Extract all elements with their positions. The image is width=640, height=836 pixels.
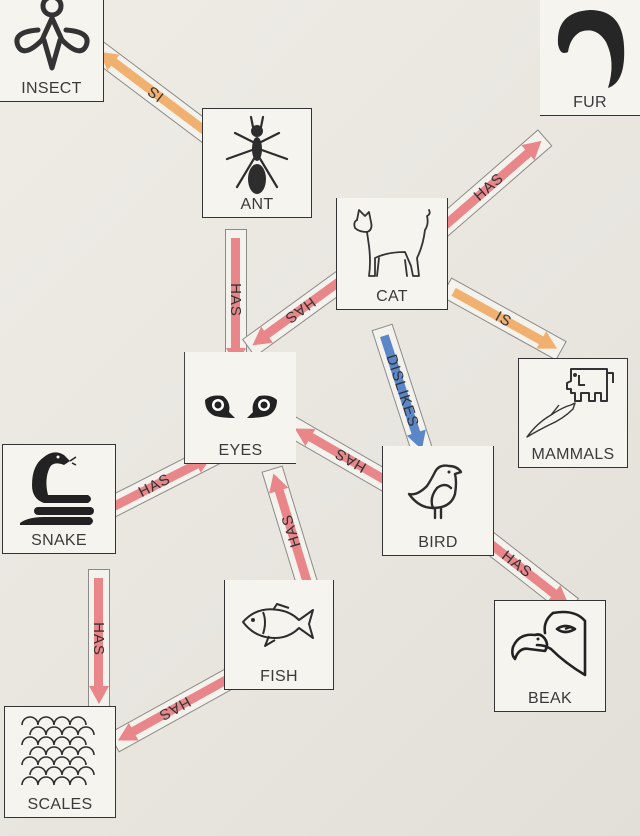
- node-fur: FUR: [540, 0, 640, 116]
- node-scales: SCALES: [4, 706, 116, 818]
- edge-fish-has-scales: HAS: [108, 665, 242, 753]
- edge-label: DISLIKES: [382, 352, 422, 430]
- node-snake: SNAKE: [2, 444, 116, 554]
- node-label: FUR: [573, 94, 607, 111]
- node-label: MAMMALS: [531, 446, 615, 463]
- node-insect: INSECT: [0, 0, 104, 102]
- elephant-dolphin-icon: [526, 368, 614, 438]
- cat-icon: [353, 209, 431, 277]
- edge-label: IS: [143, 81, 167, 106]
- eagle-head-icon: [511, 610, 587, 677]
- node-label: BEAK: [528, 690, 572, 707]
- node-fish: FISH: [224, 580, 334, 690]
- node-label: BIRD: [418, 534, 458, 551]
- edge-snake-has-scales: HAS: [88, 569, 110, 709]
- edge-cat-is-mammals: IS: [440, 277, 567, 361]
- fur-tuft-icon: [557, 10, 625, 88]
- node-cat: CAT: [336, 198, 448, 310]
- node-label: INSECT: [21, 80, 82, 97]
- snake-icon: [20, 452, 94, 525]
- node-label: FISH: [260, 668, 298, 685]
- edge-ant-has-eyes: HAS: [225, 229, 247, 371]
- node-beak: BEAK: [494, 600, 606, 712]
- node-label: CAT: [376, 288, 408, 305]
- edge-fish-has-eyes: HAS: [261, 465, 321, 597]
- node-label: SCALES: [27, 796, 93, 813]
- edge-label: HAS: [278, 512, 305, 550]
- scales-icon: [21, 716, 95, 786]
- ant-icon: [225, 115, 289, 194]
- bird-icon: [407, 464, 463, 520]
- edge-cat-dislikes-bird: DISLIKES: [371, 323, 434, 458]
- node-ant: ANT: [202, 108, 312, 218]
- edge-label: IS: [492, 308, 515, 331]
- edge-label: HAS: [155, 692, 194, 725]
- edge-label: HAS: [90, 622, 107, 656]
- node-label: SNAKE: [31, 532, 87, 549]
- edge-label: HAS: [227, 283, 244, 317]
- node-label: ANT: [240, 196, 274, 213]
- node-mammals: MAMMALS: [518, 358, 628, 468]
- node-bird: BIRD: [382, 446, 494, 556]
- eyes-icon: [204, 395, 277, 418]
- bee-icon: [14, 0, 89, 71]
- fish-icon: [242, 603, 314, 647]
- node-label: EYES: [218, 442, 263, 459]
- node-eyes: EYES: [184, 352, 296, 464]
